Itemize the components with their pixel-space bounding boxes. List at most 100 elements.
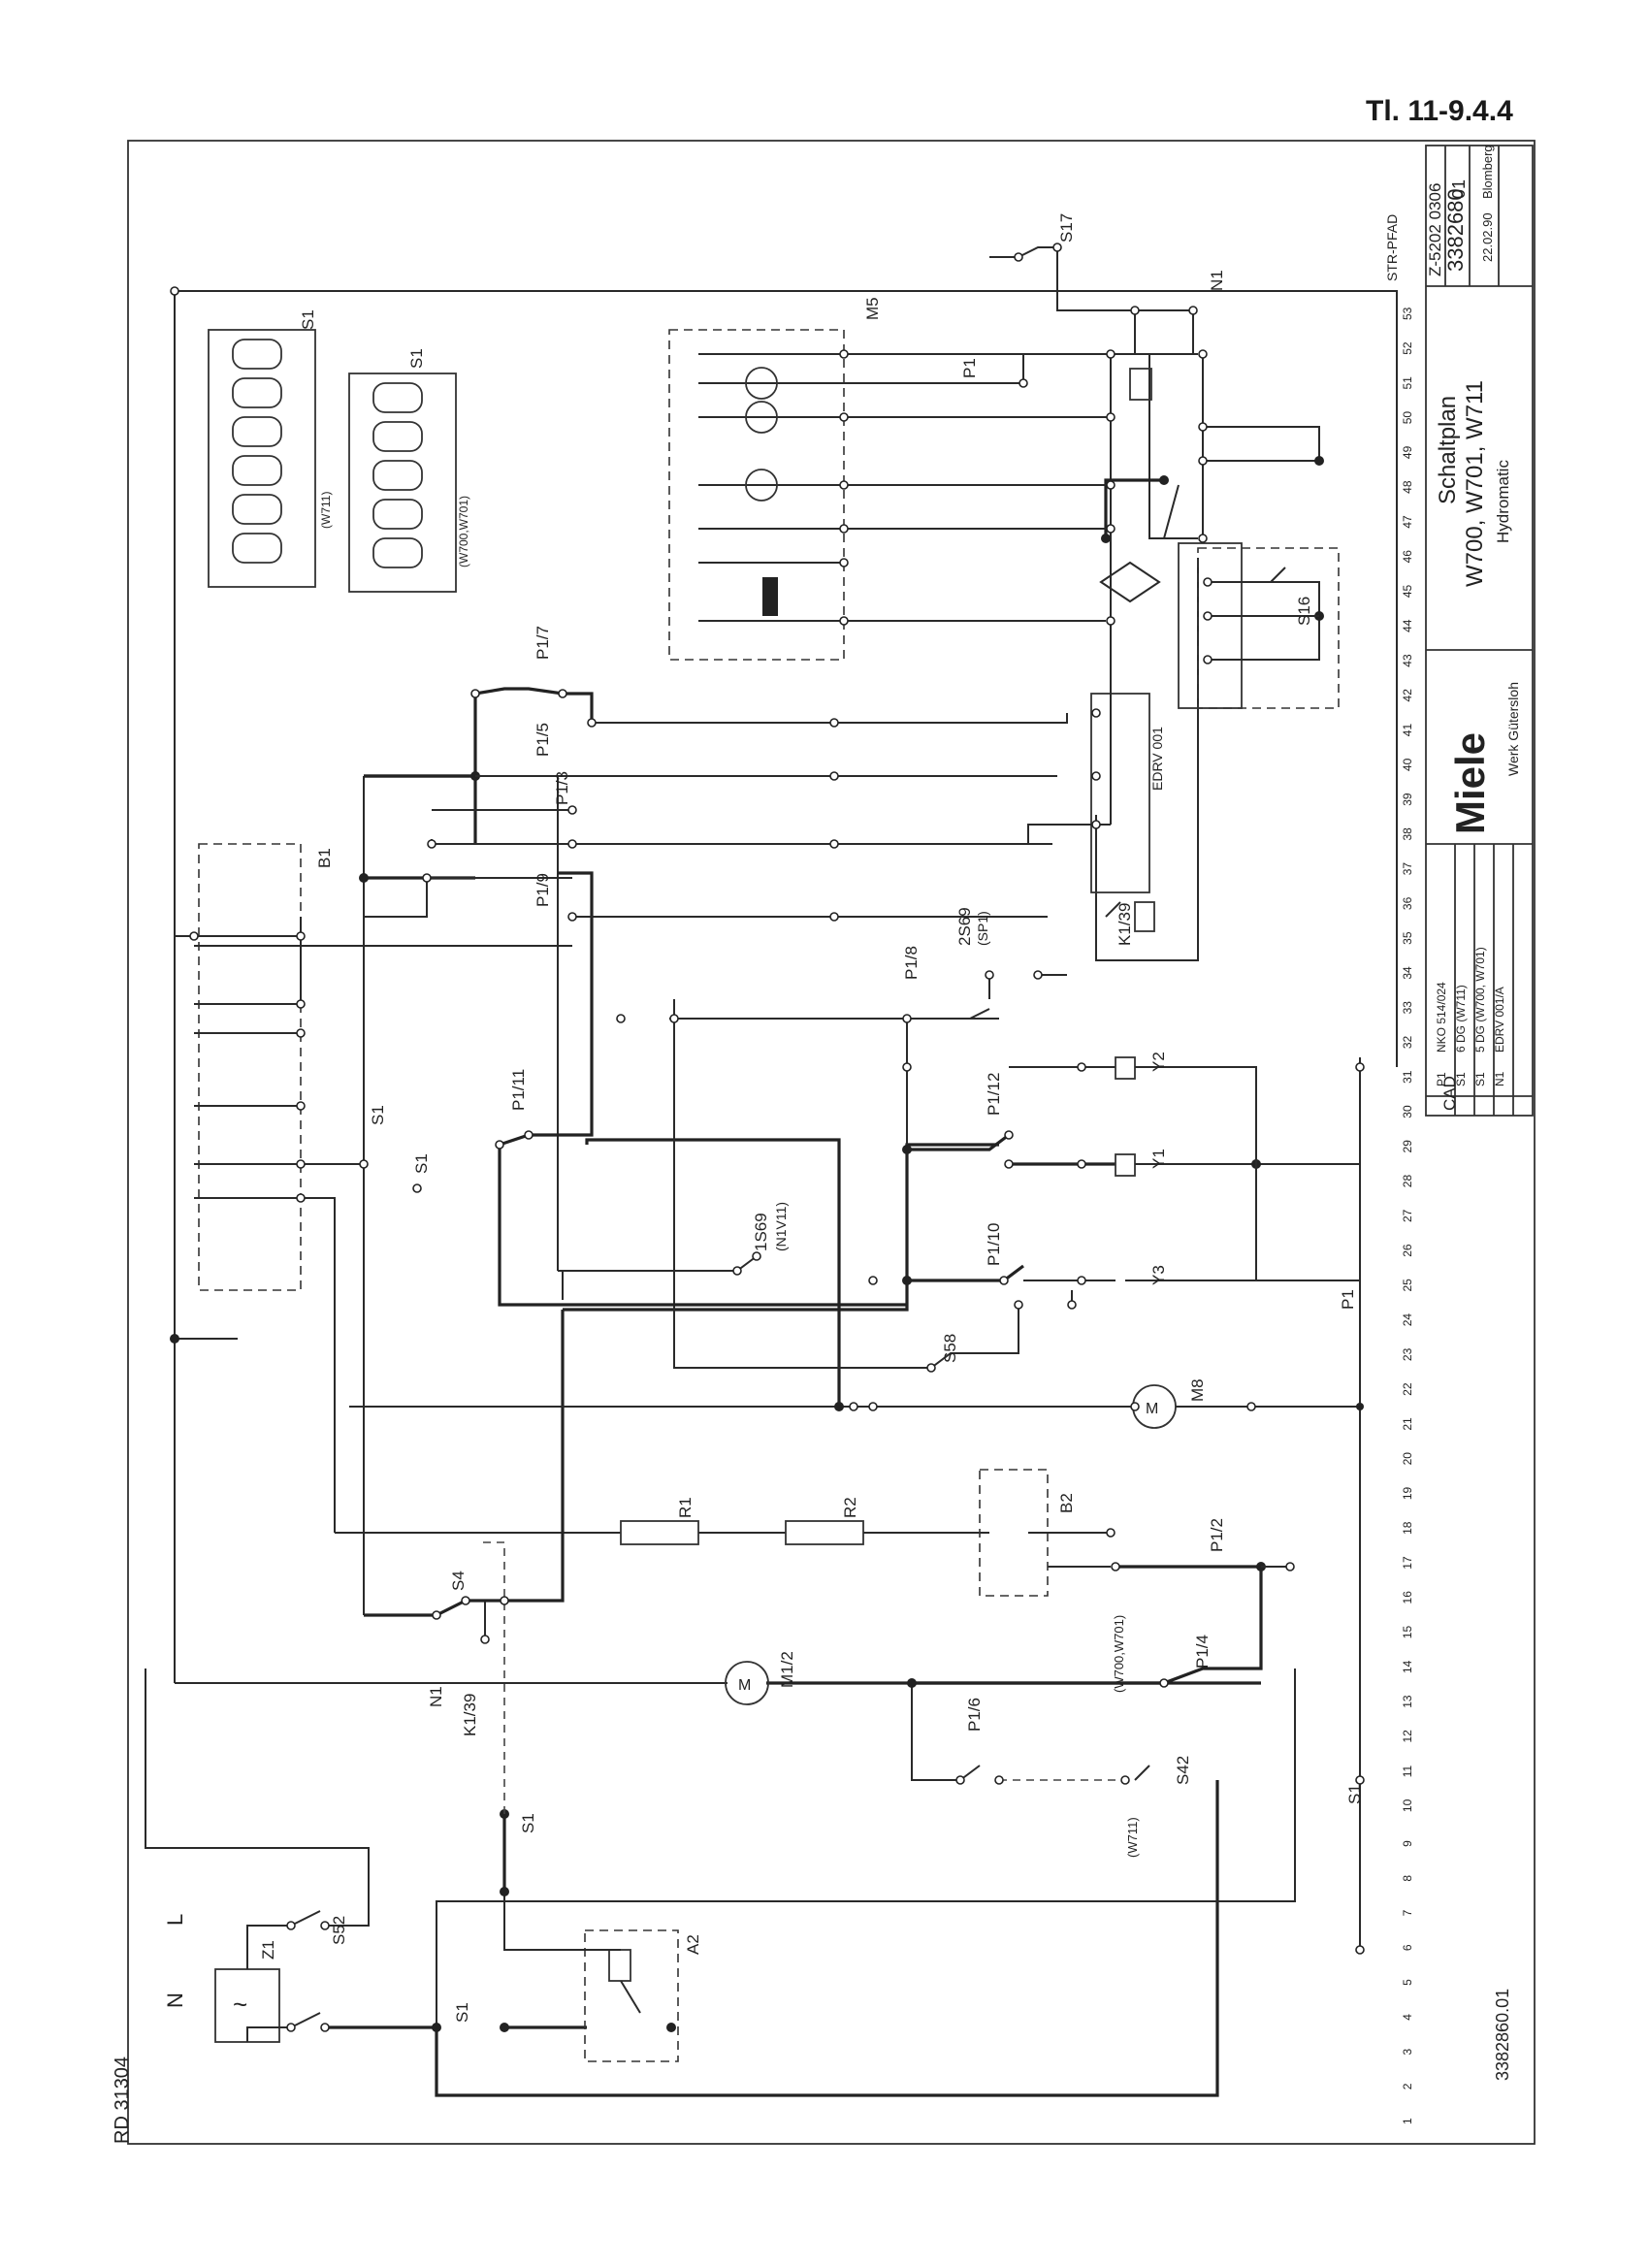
parts-ref: S1	[1454, 1072, 1468, 1086]
doc-reference-top: Tl. 11-9.4.4	[1366, 95, 1513, 127]
svg-text:(W711): (W711)	[319, 492, 333, 529]
svg-text:L: L	[163, 1914, 187, 1926]
svg-text:P1/12: P1/12	[985, 1073, 1003, 1116]
path-number: 23	[1401, 1347, 1414, 1361]
svg-text:S1: S1	[1345, 1784, 1364, 1804]
svg-text:(W711): (W711)	[1125, 1817, 1140, 1858]
drawing-number: 3382860.01	[1493, 1989, 1512, 2081]
path-number: 10	[1401, 1798, 1414, 1812]
number-top: Z-5202 0306	[1426, 183, 1444, 276]
svg-text:R1: R1	[676, 1497, 695, 1518]
path-number: 50	[1401, 411, 1414, 425]
path-number: 5	[1401, 1979, 1414, 1986]
svg-text:B2: B2	[1057, 1493, 1076, 1513]
m5-motor-g-symbol	[745, 367, 778, 400]
k1-39-coil	[1134, 901, 1155, 932]
svg-text:B1: B1	[315, 848, 334, 868]
svg-text:N1: N1	[427, 1686, 445, 1707]
svg-text:S16: S16	[1295, 597, 1313, 626]
svg-text:(W700,W701): (W700,W701)	[457, 496, 470, 567]
parts-desc: 5 DG (W700, W701)	[1473, 947, 1487, 1053]
svg-text:1S69: 1S69	[752, 1213, 770, 1251]
path-number: 17	[1401, 1556, 1414, 1570]
path-number: 41	[1401, 724, 1414, 737]
doc-reference-side: RD 31304	[112, 2057, 133, 2144]
filter-symbol: ~	[233, 1990, 247, 2019]
path-number: 36	[1401, 896, 1414, 910]
motor-glyph-2: M	[1146, 1401, 1158, 1417]
svg-text:Z1: Z1	[259, 1940, 277, 1960]
parts-desc: NKO 514/024	[1435, 982, 1448, 1053]
path-number: 6	[1401, 1944, 1414, 1951]
path-number: 43	[1401, 654, 1414, 667]
models: W700, W701, W711	[1462, 380, 1488, 587]
date: 22.02.90	[1480, 212, 1495, 262]
cad-label: CAD	[1440, 1076, 1459, 1111]
svg-text:N1: N1	[1208, 270, 1226, 291]
svg-text:P1/3: P1/3	[553, 771, 571, 805]
svg-text:S4: S4	[449, 1571, 468, 1591]
drawing-frame	[127, 140, 1536, 2145]
path-number: 35	[1401, 931, 1414, 945]
part-no: 3382680	[1443, 188, 1468, 272]
path-number: 32	[1401, 1035, 1414, 1049]
b1-module-box	[198, 843, 302, 1291]
path-number: 49	[1401, 445, 1414, 459]
m1-2-motor-symbol	[725, 1661, 769, 1705]
path-number: 44	[1401, 619, 1414, 632]
path-number: 26	[1401, 1244, 1414, 1257]
svg-text:S1: S1	[519, 1813, 537, 1833]
path-number: 1	[1401, 2118, 1414, 2124]
svg-text:Y3: Y3	[1149, 1265, 1168, 1285]
path-number: 16	[1401, 1591, 1414, 1604]
path-number: 28	[1401, 1175, 1414, 1188]
y2-valve-coil	[1115, 1056, 1136, 1080]
m5-motor-m-symbol	[745, 469, 778, 502]
svg-text:A2: A2	[684, 1934, 702, 1955]
path-number: 13	[1401, 1695, 1414, 1708]
svg-text:P1/4: P1/4	[1193, 1635, 1212, 1669]
path-number: 14	[1401, 1660, 1414, 1673]
title: Schaltplan	[1435, 396, 1461, 504]
path-number: 24	[1401, 1313, 1414, 1327]
current-path-label: STR-PFAD	[1384, 214, 1400, 281]
s1-tab-cams-bottom	[372, 382, 423, 568]
drawn-by: Blomberg	[1480, 145, 1495, 199]
path-number: 21	[1401, 1417, 1414, 1431]
path-number: 29	[1401, 1140, 1414, 1153]
path-number: 4	[1401, 2014, 1414, 2021]
svg-text:S1: S1	[453, 2002, 471, 2023]
svg-text:P1/11: P1/11	[509, 1069, 528, 1111]
svg-text:P1/9: P1/9	[534, 873, 552, 907]
path-number: 19	[1401, 1486, 1414, 1500]
svg-text:Y1: Y1	[1149, 1149, 1168, 1169]
path-number: 25	[1401, 1279, 1414, 1292]
svg-text:S17: S17	[1057, 213, 1076, 243]
s1-tab-chart-top	[208, 329, 316, 588]
title-block-text: Schaltplan W700, W701, W711 Hydromatic M…	[1384, 145, 1521, 1111]
parts-ref: N1	[1493, 1071, 1506, 1086]
path-number: 9	[1401, 1840, 1414, 1847]
svg-text:K1/39: K1/39	[461, 1694, 479, 1736]
r1-resistor	[620, 1520, 699, 1545]
path-number: 51	[1401, 376, 1414, 390]
path-number: 2	[1401, 2083, 1414, 2090]
svg-text:EDRV 001: EDRV 001	[1149, 727, 1165, 791]
svg-text:S1: S1	[407, 348, 426, 369]
path-number: 12	[1401, 1730, 1414, 1743]
s1-tab-cams-top	[232, 339, 282, 564]
parts-ref: S1	[1473, 1072, 1487, 1086]
path-number: 20	[1401, 1452, 1414, 1466]
svg-text:S1: S1	[412, 1153, 431, 1174]
svg-text:S58: S58	[941, 1334, 959, 1363]
s1-tab-chart-bottom	[348, 373, 457, 593]
svg-text:S42: S42	[1174, 1756, 1192, 1785]
svg-text:K1/39: K1/39	[1116, 903, 1134, 946]
path-number: 39	[1401, 793, 1414, 806]
path-number: 37	[1401, 862, 1414, 876]
sheet: 01	[1449, 179, 1469, 199]
path-number: 45	[1401, 584, 1414, 598]
motor-glyph: M	[738, 1677, 751, 1694]
